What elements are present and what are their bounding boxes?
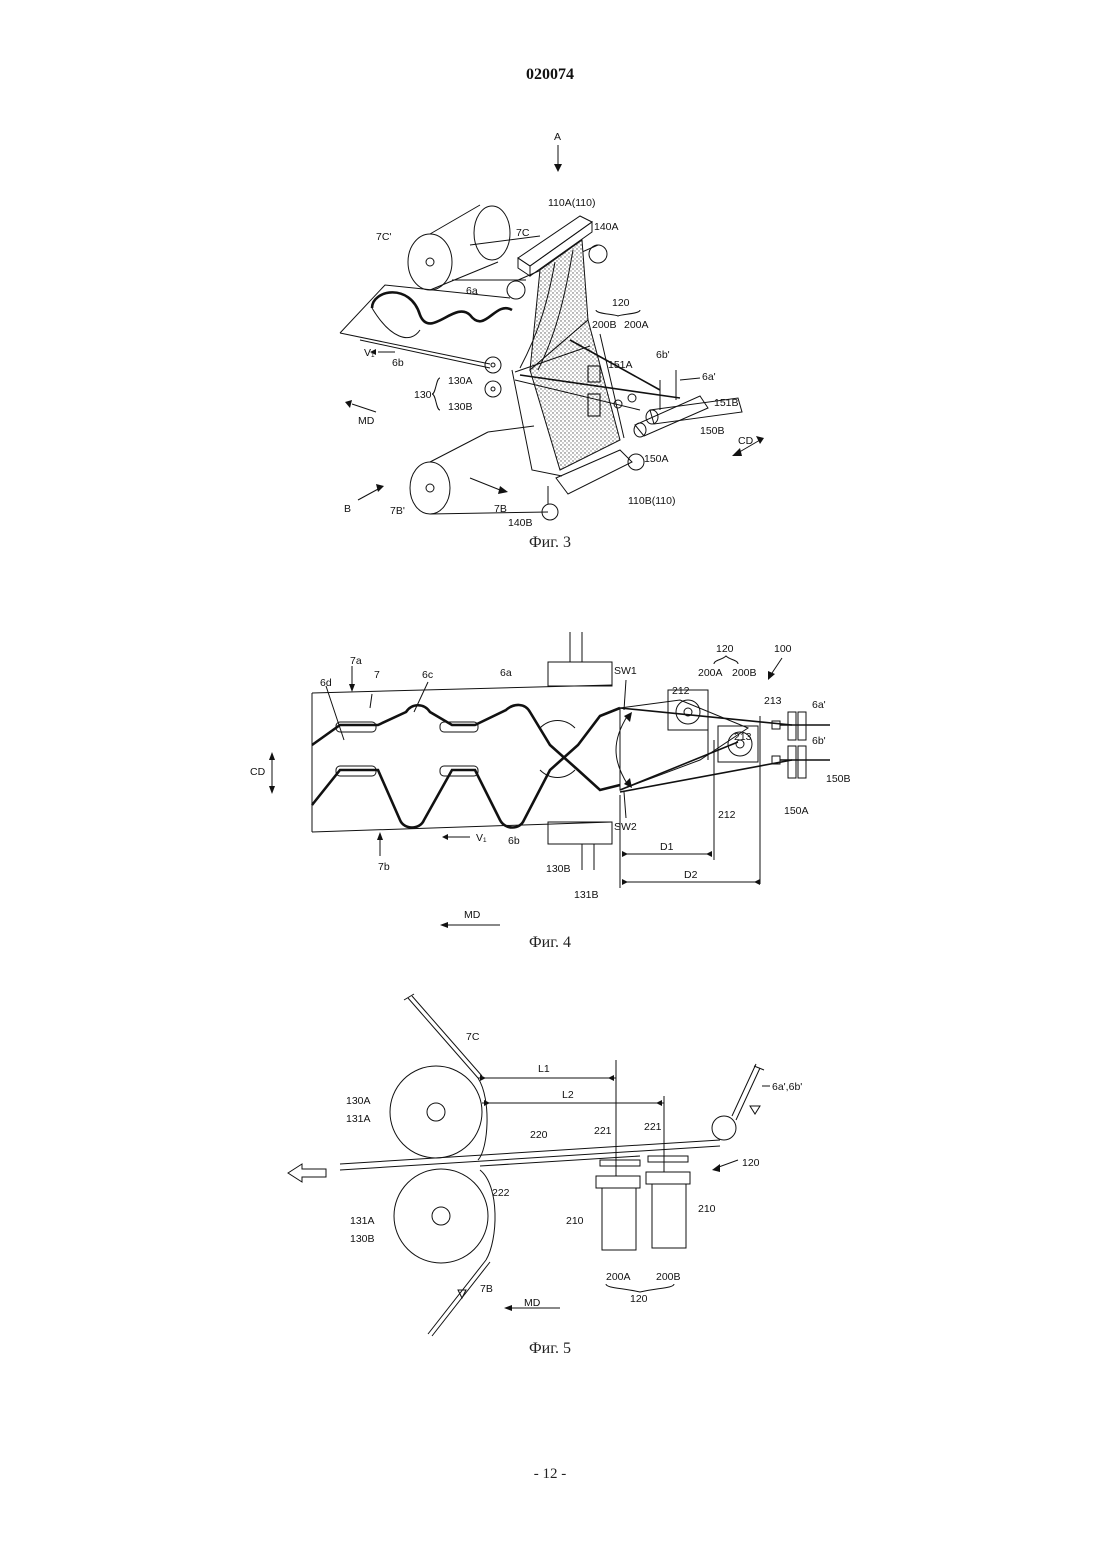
label-B: B [344,503,351,515]
label-SW2: SW2 [614,821,637,833]
label-130B: 130B [350,1233,375,1245]
label-213-top: 213 [764,695,782,707]
label-120: 120 [716,643,734,655]
label-131A-bottom: 131A [350,1215,375,1227]
label-221-right: 221 [644,1121,662,1133]
label-120-bottom: 120 [630,1293,648,1305]
figure-3-caption: Фиг. 3 [0,534,1100,552]
label-150A: 150A [784,805,809,817]
label-6b-prime: 6b' [812,735,826,747]
label-150B: 150B [700,425,725,437]
label-210-right: 210 [698,1203,716,1215]
label-200B: 200B [592,319,617,331]
label-L2: L2 [562,1089,574,1101]
label-130A: 130A [346,1095,371,1107]
label-L1: L1 [538,1063,550,1075]
label-200B: 200B [732,667,757,679]
label-A: A [554,131,561,143]
label-6a: 6a [466,285,478,297]
label-6d: 6d [320,677,332,689]
label-7B-prime: 7B' [390,505,405,517]
label-150B: 150B [826,773,851,785]
label-D2: D2 [684,869,698,881]
label-140A: 140A [594,221,619,233]
label-CD: CD [738,435,754,447]
page-number: - 12 - [0,1466,1100,1483]
label-7C-prime: 7C' [376,231,391,243]
figure-4-drawing: 7a 7 6d 6c 6a 6b 7b V₁ CD MD SW1 SW2 120… [0,625,1100,930]
label-6a-6b-prime: 6a',6b' [772,1081,802,1093]
label-7a: 7a [350,655,362,667]
label-220: 220 [530,1129,548,1141]
label-212-top: 212 [672,685,690,697]
label-151B: 151B [714,397,739,409]
figure-5-drawing: 7C 130A 131A 131A 130B 7B L1 L2 220 221 … [0,990,1100,1340]
label-213-mid: 213 [734,731,752,743]
label-SW1: SW1 [614,665,637,677]
document-number: 020074 [0,66,1100,84]
label-7: 7 [374,669,380,681]
label-130: 130 [414,389,432,401]
label-6a-prime: 6a' [812,699,826,711]
label-CD: CD [250,766,266,778]
label-7b: 7b [378,861,390,873]
label-222: 222 [492,1187,510,1199]
label-140B: 140B [508,517,533,529]
label-6a: 6a [500,667,512,679]
label-210-left: 210 [566,1215,584,1227]
label-200A: 200A [698,667,723,679]
label-D1: D1 [660,841,674,853]
label-6c: 6c [422,669,433,681]
label-MD: MD [524,1297,541,1309]
label-120-right: 120 [742,1157,760,1169]
figure-5-caption: Фиг. 5 [0,1340,1100,1358]
label-120: 120 [612,297,630,309]
label-6b: 6b [508,835,520,847]
label-6b-prime: 6b' [656,349,670,361]
label-100: 100 [774,643,792,655]
label-130B: 130B [546,863,571,875]
label-MD: MD [464,909,481,921]
label-151A: 151A [608,359,633,371]
label-V1: V₁ [476,832,487,844]
label-212-bottom: 212 [718,809,736,821]
label-7C: 7C [516,227,530,239]
label-110A: 110A(110) [548,197,595,209]
label-200A: 200A [606,1271,631,1283]
figure-4-caption: Фиг. 4 [0,934,1100,952]
label-6b: 6b [392,357,404,369]
label-200A: 200A [624,319,649,331]
label-7B: 7B [494,503,507,515]
label-200B: 200B [656,1271,681,1283]
label-221-left: 221 [594,1125,612,1137]
label-7B: 7B [480,1283,493,1295]
figure-3-drawing: A 6a 6b V₁ 130A [0,120,1100,540]
label-131B: 131B [574,889,599,901]
label-6a-prime: 6a' [702,371,716,383]
label-7C: 7C [466,1031,480,1043]
label-130A: 130A [448,375,473,387]
label-131A-top: 131A [346,1113,371,1125]
label-150A: 150A [644,453,669,465]
label-MD: MD [358,415,375,427]
label-130B: 130B [448,401,473,413]
label-110B: 110B(110) [628,495,675,507]
